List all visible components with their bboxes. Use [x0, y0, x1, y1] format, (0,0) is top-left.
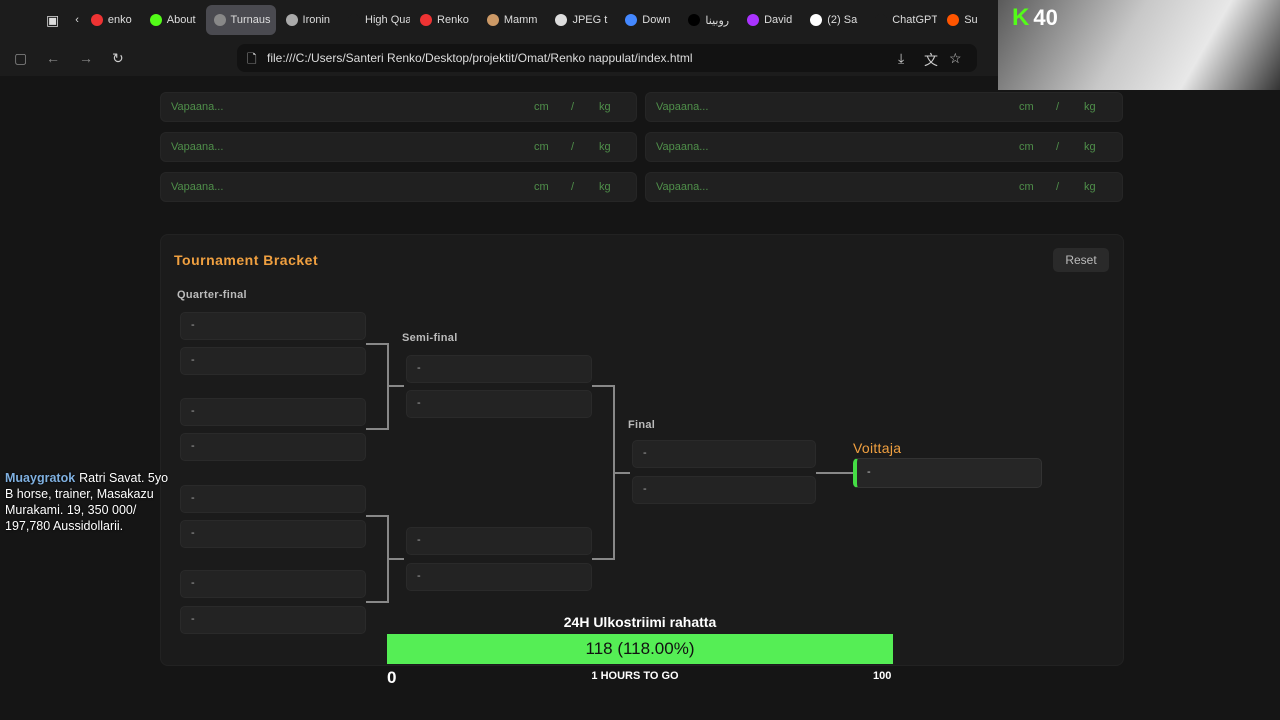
reset-button[interactable]: Reset	[1053, 248, 1109, 272]
fighter-input[interactable]: Vapaana...cm/kg	[160, 172, 637, 202]
quarter-final-slot[interactable]: -	[180, 347, 366, 375]
fighter-input[interactable]: Vapaana...cm/kg	[645, 172, 1123, 202]
semi-final-label: Semi-final	[402, 332, 458, 344]
tab-favicon-icon	[213, 14, 226, 26]
tab-favicon-icon	[947, 14, 960, 26]
connector	[592, 385, 614, 387]
tab-favicon-icon	[875, 14, 888, 26]
tab-favicon-icon	[420, 14, 433, 26]
browser-tab[interactable]: Down	[617, 5, 678, 35]
tab-favicon-icon	[149, 14, 162, 26]
tab-favicon-icon	[810, 14, 823, 26]
browser-tab[interactable]: About	[142, 5, 204, 35]
winner-label: Voittaja	[853, 440, 902, 456]
browser-tab[interactable]: روبينا	[680, 5, 737, 35]
connector	[366, 515, 388, 517]
final-slot[interactable]: -	[632, 440, 816, 468]
tab-favicon-icon	[348, 14, 361, 26]
fighter-input[interactable]: Vapaana...cm/kg	[645, 92, 1123, 122]
browser-tab[interactable]: ChatGPT I	[867, 5, 937, 35]
goal-title: 24H Ulkostriimi rahatta	[563, 614, 717, 630]
winner-slot[interactable]: -	[853, 458, 1042, 488]
webcam-overlay	[998, 0, 1280, 90]
sidebar-icon[interactable]: ▢	[14, 50, 28, 66]
tab-favicon-icon	[625, 14, 638, 26]
quarter-final-label: Quarter-final	[177, 289, 247, 301]
semi-final-slot[interactable]: -	[406, 355, 592, 383]
browser-tab[interactable]: Su	[939, 5, 983, 35]
goal-progress-fill	[387, 634, 893, 664]
quarter-final-slot[interactable]: -	[180, 570, 366, 598]
semi-final-slot[interactable]: -	[406, 527, 592, 555]
translate-icon[interactable]: 文	[924, 52, 938, 68]
tab-favicon-icon	[747, 14, 760, 26]
goal-progress-bar: 118 (118.00%)	[387, 634, 893, 664]
browser-tab[interactable]: (2) Sa	[802, 5, 865, 35]
final-slot[interactable]: -	[632, 476, 816, 504]
workspaces-icon[interactable]: ▣	[46, 11, 60, 28]
tab-favicon-icon	[90, 14, 103, 26]
fighter-input[interactable]: Vapaana...cm/kg	[160, 132, 637, 162]
tab-favicon-icon	[486, 14, 499, 26]
quarter-final-slot[interactable]: -	[180, 433, 366, 461]
reload-icon[interactable]: ↻	[112, 50, 124, 66]
browser-tab[interactable]: Renko	[412, 5, 477, 35]
connector	[614, 472, 630, 474]
goal-remaining: 1 HOURS TO GO	[591, 670, 679, 682]
tab-favicon-icon	[688, 14, 701, 26]
chat-username: Muaygratok	[5, 471, 76, 485]
tab-favicon-icon	[285, 14, 298, 26]
goal-max: 100	[873, 670, 892, 682]
quarter-final-slot[interactable]: -	[180, 606, 366, 634]
bookmark-star-icon[interactable]: ☆	[949, 50, 962, 66]
browser-tab[interactable]: Turnaus✕	[205, 5, 276, 35]
browser-tab[interactable]: JPEG t	[547, 5, 615, 35]
back-icon[interactable]: ←	[46, 50, 60, 66]
goal-progress-text: 118 (118.00%)	[585, 639, 695, 658]
connector	[366, 428, 388, 430]
connector	[366, 343, 388, 345]
quarter-final-slot[interactable]: -	[180, 485, 366, 513]
final-label: Final	[628, 419, 656, 431]
connector	[388, 558, 404, 560]
fighter-input[interactable]: Vapaana...cm/kg	[160, 92, 637, 122]
kick-logo-icon: K	[1012, 4, 1030, 31]
quarter-final-slot[interactable]: -	[180, 520, 366, 548]
bracket-title: Tournament Bracket	[174, 252, 319, 268]
browser-tab[interactable]: Mamm	[479, 5, 546, 35]
install-icon[interactable]: ⤓	[898, 50, 905, 66]
fighter-input[interactable]: Vapaana...cm/kg	[645, 132, 1123, 162]
connector	[816, 472, 853, 474]
connector	[366, 601, 388, 603]
tab-favicon-icon	[555, 14, 568, 26]
semi-final-slot[interactable]: -	[406, 563, 592, 591]
file-icon: 🗋	[247, 52, 257, 66]
browser-tab[interactable]: High Qual	[340, 5, 410, 35]
browser-tab[interactable]: Ironin	[278, 5, 339, 35]
browser-tab[interactable]: enko	[83, 5, 140, 35]
quarter-final-slot[interactable]: -	[180, 312, 366, 340]
url-input[interactable]: 🗋file:///C:/Users/Santeri Renko/Desktop/…	[237, 44, 977, 72]
quarter-final-slot[interactable]: -	[180, 398, 366, 426]
scroll-tabs-left-icon[interactable]: ‹	[75, 14, 79, 26]
connector	[592, 558, 614, 560]
browser-tab[interactable]: David	[739, 5, 800, 35]
connector	[388, 385, 404, 387]
chat-text: Ratri Savat. 5yo B horse, trainer, Masak…	[5, 471, 169, 533]
semi-final-slot[interactable]: -	[406, 390, 592, 418]
goal-min: 0	[387, 668, 397, 687]
forward-icon[interactable]: →	[79, 50, 93, 66]
